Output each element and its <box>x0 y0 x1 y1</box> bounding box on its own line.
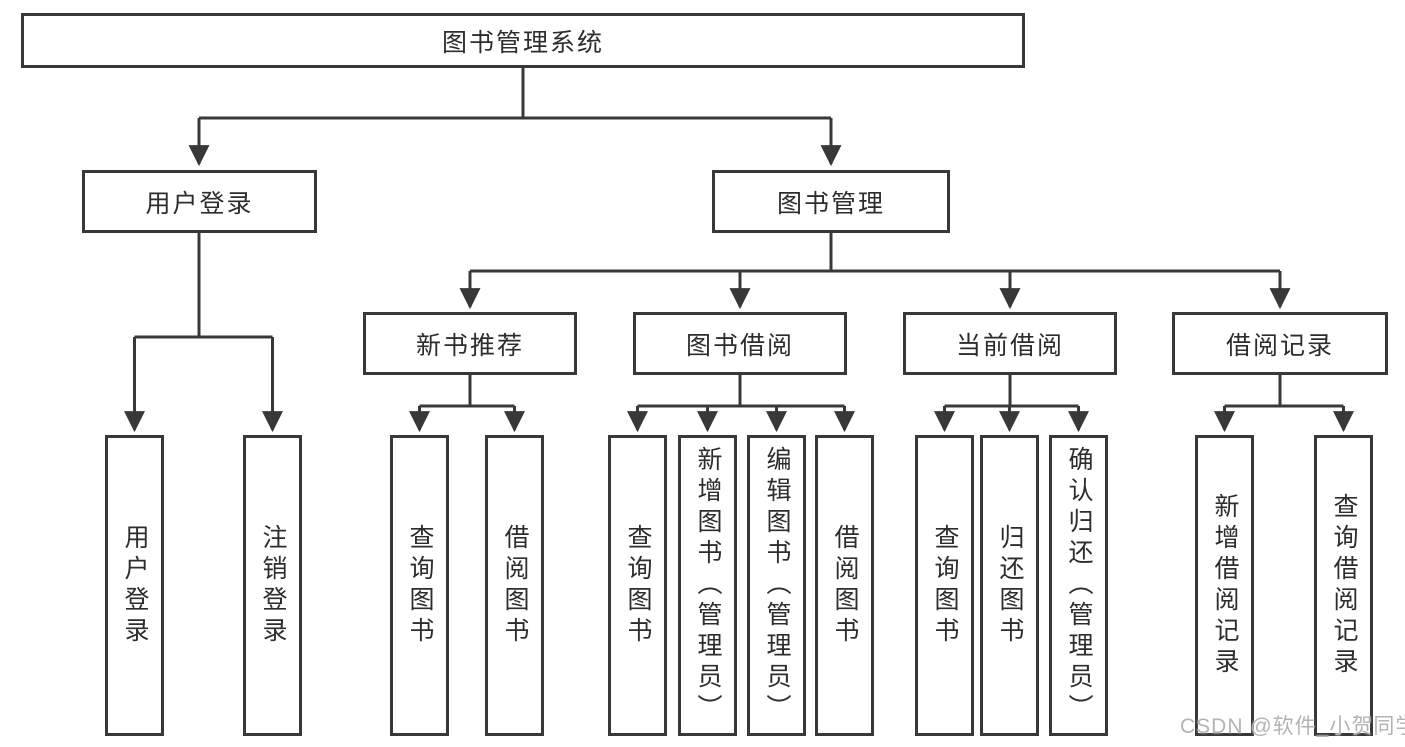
leaf-br-query-record: 查询借阅记录 <box>1314 435 1373 736</box>
node-current-borrow: 当前借阅 <box>903 312 1117 375</box>
leaf-cb-return-books: 归还图书 <box>980 435 1039 736</box>
node-borrow-records: 借阅记录 <box>1172 312 1388 375</box>
connector-root-to-branches <box>188 68 842 167</box>
leaf-cb-confirm-return-admin-label: 确认归还（管理员） <box>1065 446 1093 725</box>
leaf-user-login-label: 用户登录 <box>121 523 149 648</box>
node-new-book-rec-label: 新书推荐 <box>415 331 524 360</box>
connector-current-borrow-to-leaves <box>934 375 1089 433</box>
connector-user-login-to-leaves <box>124 233 283 433</box>
leaf-bb-edit-books-admin: 编辑图书（管理员） <box>747 435 806 736</box>
node-user-login-branch-label: 用户登录 <box>145 189 254 218</box>
leaf-nbr-query-books-label: 查询图书 <box>406 523 434 648</box>
node-new-book-rec: 新书推荐 <box>363 312 577 375</box>
connector-book-borrow-to-leaves <box>627 375 855 433</box>
leaf-nbr-query-books: 查询图书 <box>390 435 449 736</box>
connector-book-mgmt-to-sections <box>459 233 1291 310</box>
leaf-user-login: 用户登录 <box>105 435 164 736</box>
leaf-br-add-record-label: 新增借阅记录 <box>1211 492 1239 679</box>
leaf-bb-add-books-admin-label: 新增图书（管理员） <box>694 446 722 725</box>
leaf-logout-label: 注销登录 <box>259 523 287 648</box>
leaf-cb-return-books-label: 归还图书 <box>996 523 1024 648</box>
leaf-bb-query-books: 查询图书 <box>608 435 667 736</box>
node-current-borrow-label: 当前借阅 <box>955 331 1064 360</box>
leaf-bb-borrow-books: 借阅图书 <box>815 435 874 736</box>
leaf-bb-borrow-books-label: 借阅图书 <box>831 523 859 648</box>
leaf-nbr-borrow-books-label: 借阅图书 <box>501 523 529 648</box>
leaf-cb-query-books: 查询图书 <box>915 435 974 736</box>
node-borrow-records-label: 借阅记录 <box>1225 331 1334 360</box>
leaf-logout: 注销登录 <box>243 435 302 736</box>
node-root-label: 图书管理系统 <box>441 28 604 57</box>
leaf-cb-query-books-label: 查询图书 <box>931 523 959 648</box>
leaf-bb-query-books-label: 查询图书 <box>624 523 652 648</box>
connector-new-book-to-leaves <box>409 375 525 433</box>
leaf-br-add-record: 新增借阅记录 <box>1195 435 1254 736</box>
node-user-login-branch: 用户登录 <box>82 170 317 233</box>
node-book-mgmt-branch-label: 图书管理 <box>776 189 885 218</box>
watermark: CSDN @软件_小贺同学 <box>1180 715 1405 738</box>
leaf-bb-edit-books-admin-label: 编辑图书（管理员） <box>763 446 791 725</box>
node-book-mgmt-branch: 图书管理 <box>712 170 950 233</box>
leaf-cb-confirm-return-admin: 确认归还（管理员） <box>1049 435 1108 736</box>
node-book-borrow: 图书借阅 <box>633 312 847 375</box>
leaf-br-query-record-label: 查询借阅记录 <box>1330 492 1358 679</box>
node-root-system: 图书管理系统 <box>21 13 1025 68</box>
node-book-borrow-label: 图书借阅 <box>685 331 794 360</box>
leaf-bb-add-books-admin: 新增图书（管理员） <box>678 435 737 736</box>
leaf-nbr-borrow-books: 借阅图书 <box>485 435 544 736</box>
connector-records-to-leaves <box>1214 375 1354 433</box>
